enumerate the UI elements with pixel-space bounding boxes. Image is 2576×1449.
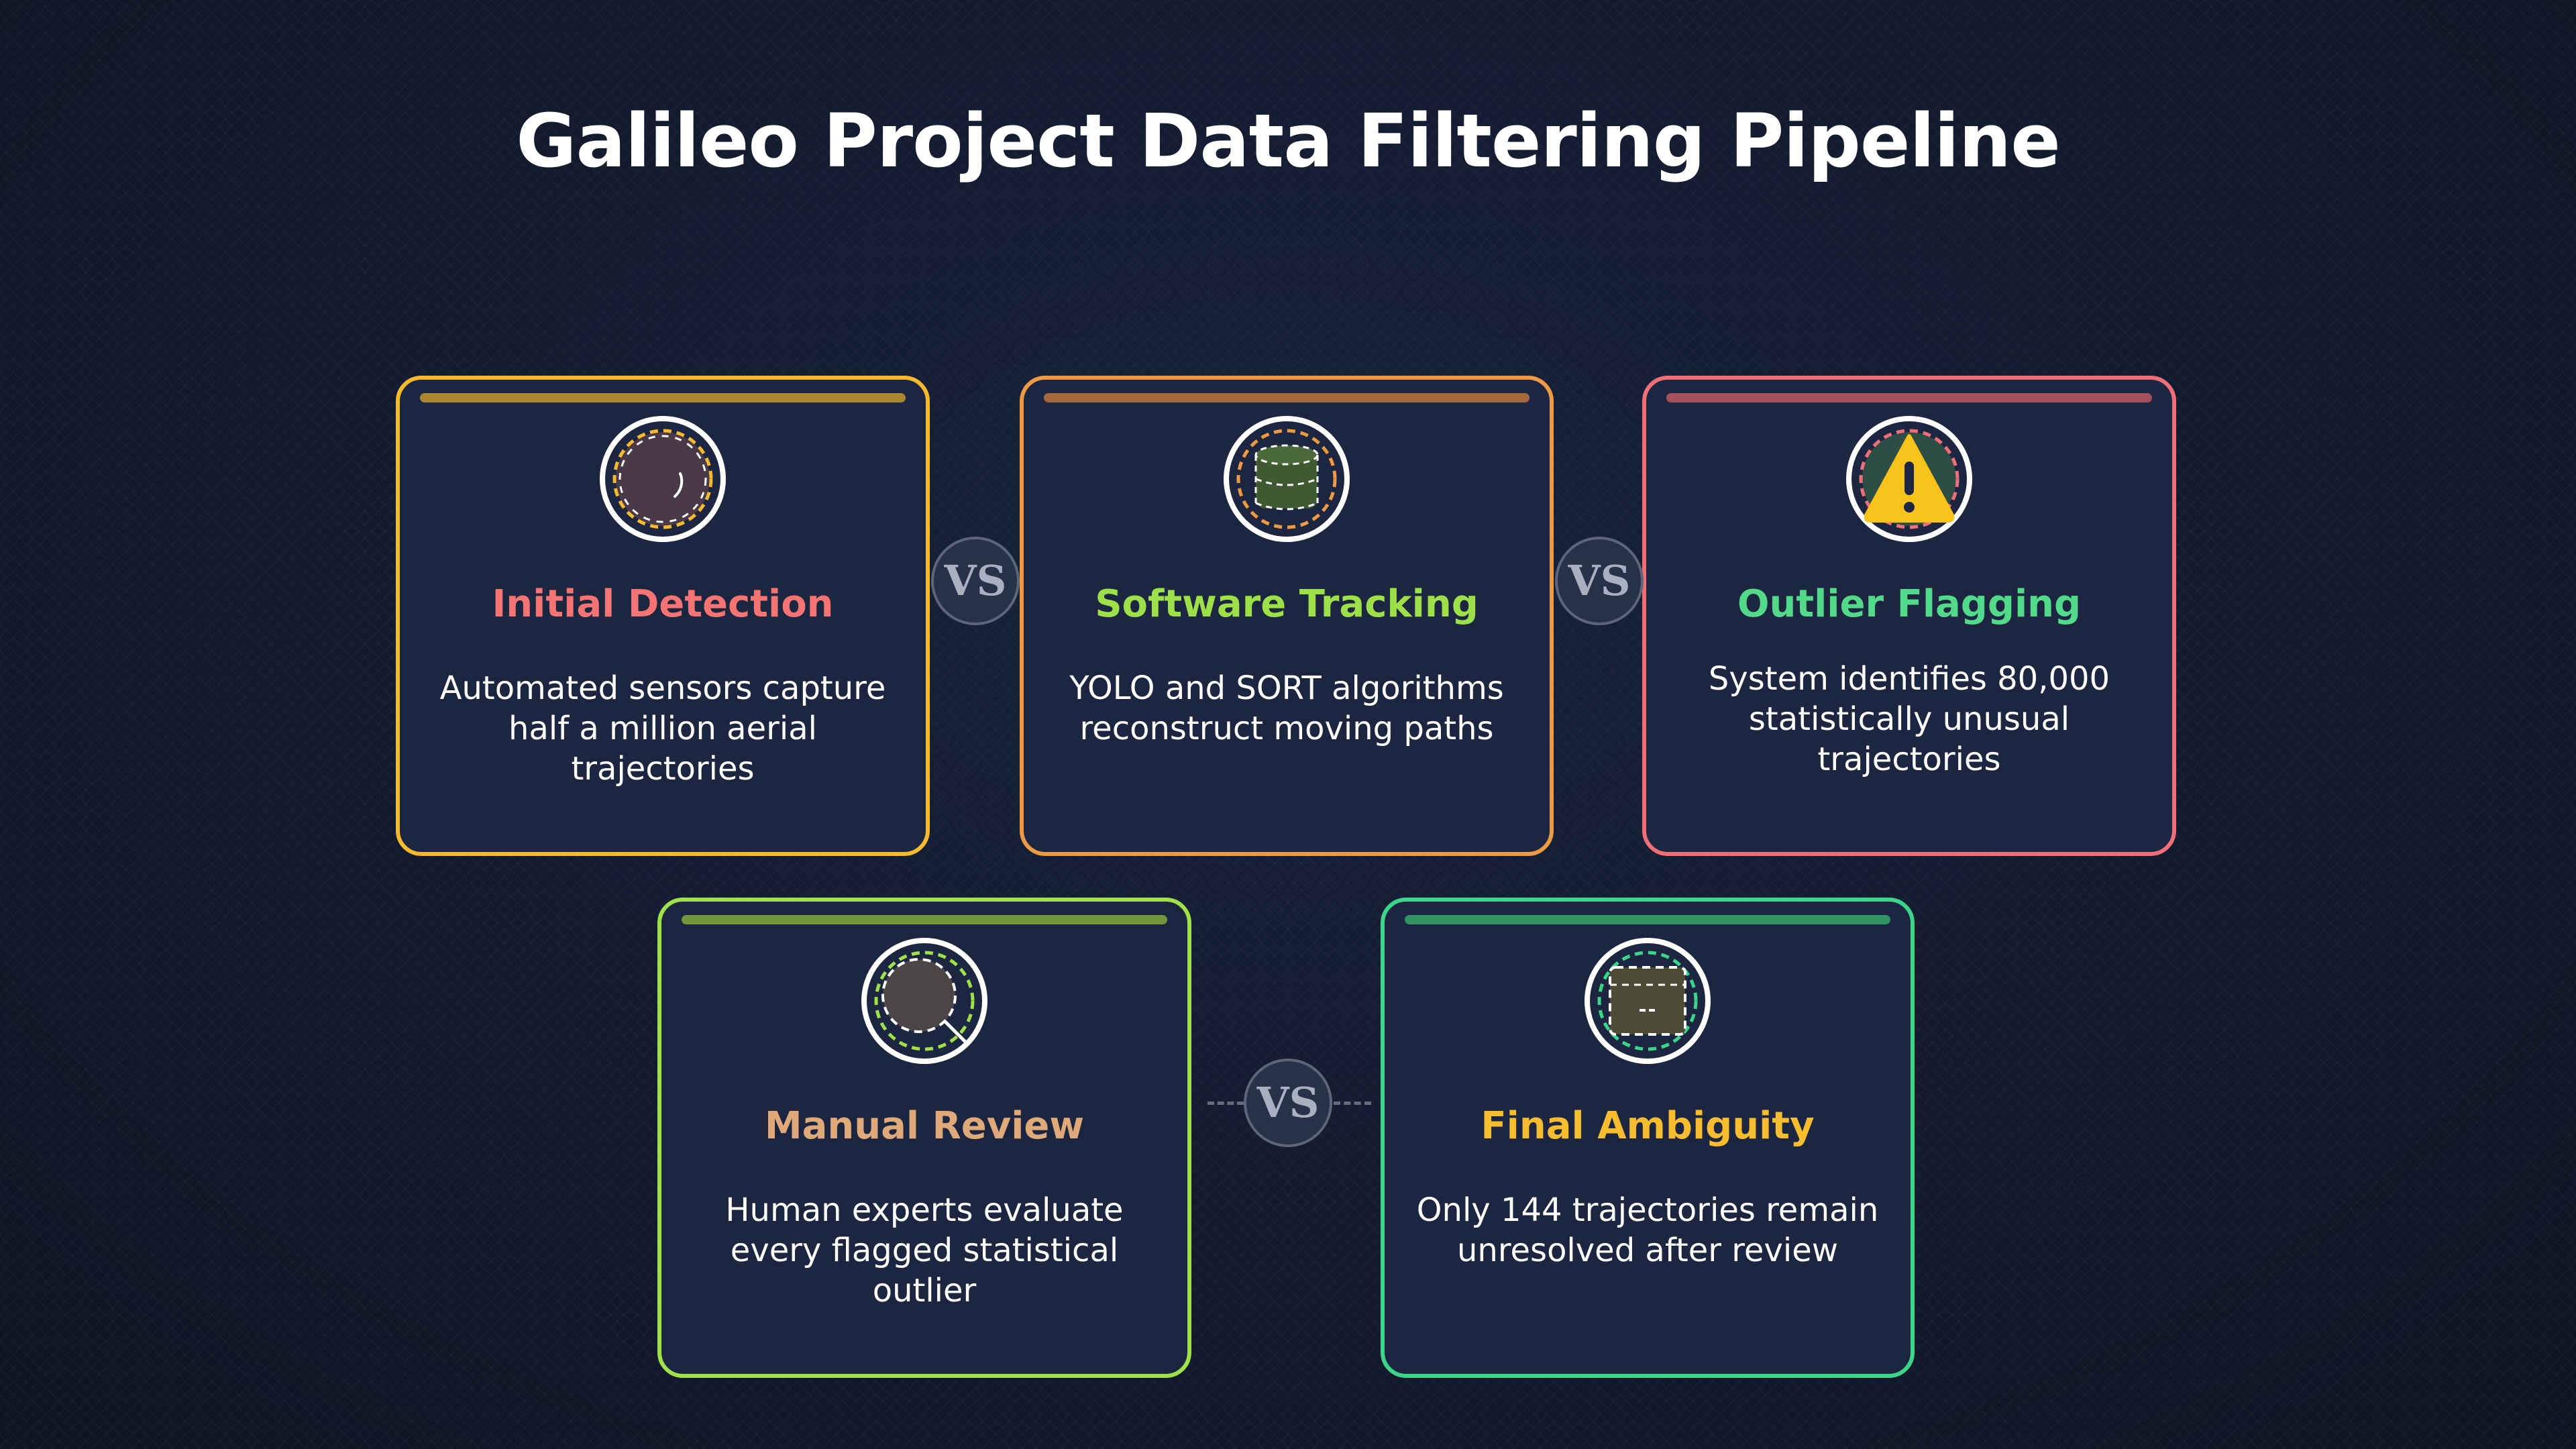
stage-card-initial-detection: Initial Detection Automated sensors capt… [396, 376, 930, 856]
vs-badge-1: VS [931, 537, 1020, 625]
page-title: Galileo Project Data Filtering Pipeline [516, 98, 2061, 184]
database-icon [1236, 429, 1337, 529]
stage-description: YOLO and SORT algorithms reconstruct mov… [1069, 669, 1504, 747]
card-accent-bar [1044, 393, 1529, 402]
vs-badge-3: VS [1244, 1059, 1332, 1147]
card-accent-bar [1666, 393, 2152, 402]
stage-title: Final Ambiguity [1481, 1104, 1815, 1148]
stage-card-final-ambiguity: Final Ambiguity Only 144 trajectories re… [1381, 898, 1915, 1378]
stage-title: Initial Detection [492, 582, 834, 626]
window-icon [1597, 951, 1698, 1051]
warning-icon [1859, 429, 1960, 529]
radar-circle-icon [612, 429, 713, 529]
card-accent-bar [1405, 915, 1890, 924]
card-accent-bar [682, 915, 1167, 924]
connector-dash-left [1208, 1102, 1244, 1105]
icon-badge [600, 416, 726, 542]
connector-dash-right [1334, 1102, 1371, 1105]
stage-card-software-tracking: Software Tracking YOLO and SORT algorith… [1020, 376, 1554, 856]
card-accent-bar [420, 393, 906, 402]
magnifier-icon [874, 951, 975, 1051]
stage-description: Only 144 trajectories remain unresolved … [1416, 1191, 1879, 1269]
stage-description: Automated sensors capture half a million… [439, 669, 886, 788]
stage-description: Human experts evaluate every flagged sta… [725, 1191, 1124, 1309]
stage-description: System identifies 80,000 statistically u… [1708, 660, 2110, 778]
icon-badge [861, 938, 987, 1064]
stage-card-manual-review: Manual Review Human experts evaluate eve… [657, 898, 1191, 1378]
stage-card-outlier-flagging: Outlier Flagging System identifies 80,00… [1642, 376, 2176, 856]
icon-badge [1224, 416, 1350, 542]
stage-title: Manual Review [764, 1104, 1085, 1148]
stage-title: Software Tracking [1095, 582, 1479, 626]
stage-title: Outlier Flagging [1737, 582, 2082, 626]
icon-badge [1585, 938, 1711, 1064]
vs-badge-2: VS [1555, 537, 1644, 625]
icon-badge [1846, 416, 1972, 542]
